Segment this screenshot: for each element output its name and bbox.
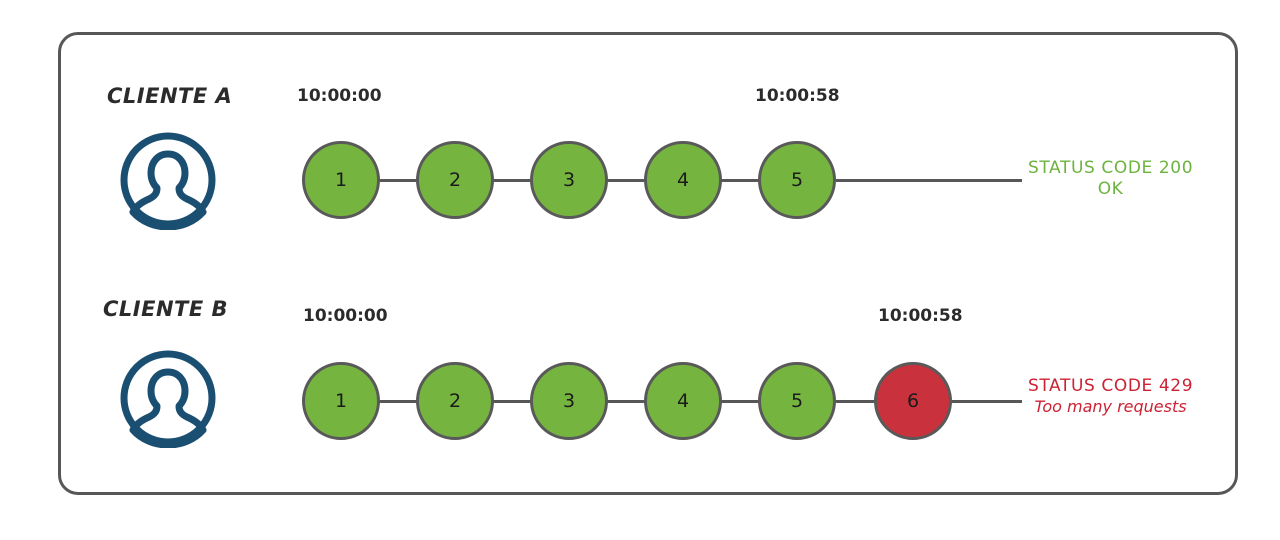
status-message-text: Too many requests — [1034, 397, 1187, 417]
connector-a-2-3 — [493, 179, 531, 182]
status-message-text: OK — [1097, 179, 1124, 200]
request-node[interactable]: 3 — [530, 141, 608, 219]
request-node[interactable]: 2 — [416, 362, 494, 440]
connector-b-3-4 — [607, 400, 645, 403]
user-avatar-icon — [118, 348, 218, 452]
connector-b-2-3 — [493, 400, 531, 403]
connector-a-4-5 — [721, 179, 759, 182]
client-b-label: CLIENTE B — [103, 297, 229, 321]
request-node[interactable]: 5 — [758, 141, 836, 219]
request-node[interactable]: 1 — [302, 141, 380, 219]
client-a-start-time: 10:00:00 — [297, 86, 382, 106]
client-b-start-time: 10:00:00 — [303, 306, 388, 326]
user-avatar-icon — [118, 130, 218, 234]
request-node[interactable]: 2 — [416, 141, 494, 219]
request-node[interactable]: 4 — [644, 141, 722, 219]
connector-a-3-4 — [607, 179, 645, 182]
connector-b-5-6 — [836, 400, 874, 403]
request-node[interactable]: 5 — [758, 362, 836, 440]
request-node[interactable]: 1 — [302, 362, 380, 440]
status-badge-client-a: STATUS CODE 200 OK — [1028, 158, 1193, 201]
status-badge-client-b: STATUS CODE 429 Too many requests — [1028, 376, 1193, 417]
status-code-text: STATUS CODE 429 — [1028, 376, 1194, 396]
client-b-end-time: 10:00:58 — [878, 306, 963, 326]
connector-a-5-status — [836, 179, 1022, 182]
status-code-text: STATUS CODE 200 — [1028, 158, 1194, 178]
request-node[interactable]: 3 — [530, 362, 608, 440]
request-node[interactable]: 4 — [644, 362, 722, 440]
client-a-end-time: 10:00:58 — [755, 86, 840, 106]
connector-a-1-2 — [379, 179, 417, 182]
connector-b-1-2 — [379, 400, 417, 403]
client-a-label: CLIENTE A — [107, 84, 233, 108]
request-node-rate-limited[interactable]: 6 — [874, 362, 952, 440]
connector-b-6-status — [950, 400, 1022, 403]
connector-b-4-5 — [721, 400, 759, 403]
diagram-frame — [58, 32, 1238, 495]
